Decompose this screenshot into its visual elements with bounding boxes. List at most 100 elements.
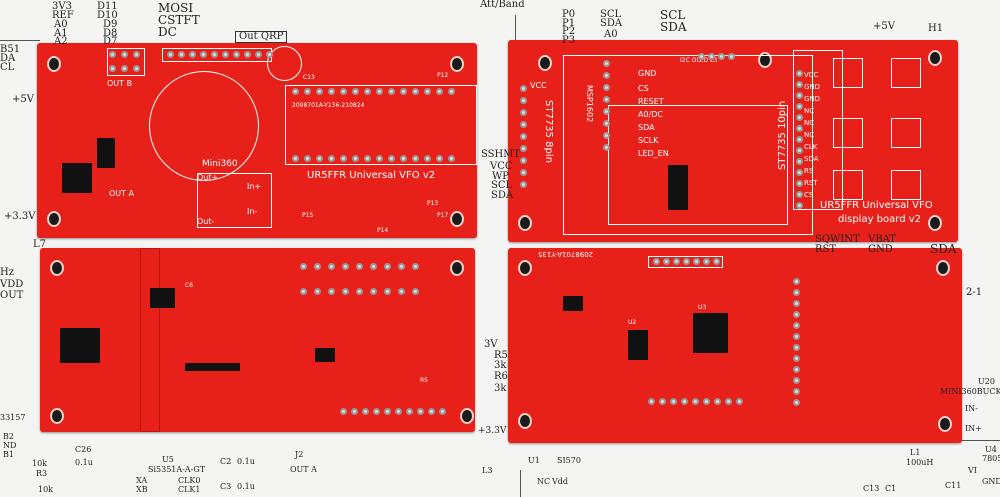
solder-pad	[718, 53, 725, 60]
sch-label: VCC	[490, 161, 513, 172]
solder-pad	[796, 136, 803, 143]
silk-label: U2	[628, 319, 637, 326]
sch-label: WP	[492, 171, 510, 182]
solder-pad	[793, 289, 800, 296]
solder-pad	[109, 51, 116, 58]
sch-label: 10k	[32, 459, 48, 468]
silk-label: ST7735 10pin	[777, 100, 788, 170]
silk-label: P13	[427, 200, 439, 207]
sch-label: 3V3	[52, 1, 72, 12]
sch-label: SQWINT	[815, 234, 860, 245]
solder-pad	[448, 155, 455, 162]
solder-pad	[693, 258, 700, 265]
sch-label: R3	[36, 469, 48, 478]
sch-label: B1	[3, 450, 14, 459]
sch-label: U1	[528, 456, 540, 465]
sch-label: XB	[136, 485, 148, 494]
solder-pad	[398, 288, 405, 295]
solder-pad	[793, 377, 800, 384]
sch-label: C2	[220, 457, 232, 466]
solder-pad	[796, 158, 803, 165]
solder-pad	[412, 288, 419, 295]
sch-label: Vdd	[552, 477, 569, 486]
silk-label: OUT B	[107, 79, 133, 88]
sch-label: IN-	[965, 404, 978, 413]
sch-label: SDA	[930, 242, 957, 256]
solder-pad	[370, 263, 377, 270]
silk-label: UR5FFR Universal VFO v2	[307, 170, 436, 181]
solder-pad	[703, 398, 710, 405]
solder-pad	[603, 132, 610, 139]
sch-label: L7	[33, 239, 47, 250]
solder-pad	[424, 155, 431, 162]
sch-label: SCL	[491, 180, 513, 191]
solder-pad	[167, 51, 174, 58]
solder-pad	[439, 408, 446, 415]
solder-pad	[436, 155, 443, 162]
solder-pad	[683, 258, 690, 265]
sch-label: GND	[982, 477, 1000, 486]
sch-label: A2	[54, 36, 68, 47]
sch-label: NC	[537, 477, 551, 486]
sch-label: B2	[3, 432, 14, 441]
solder-pad	[520, 157, 527, 164]
solder-pad	[133, 51, 140, 58]
silk-label: SDA	[804, 155, 819, 163]
solder-pad	[520, 169, 527, 176]
solder-pad	[681, 398, 688, 405]
solder-pad	[412, 88, 419, 95]
solder-pad	[692, 398, 699, 405]
sch-label: GND	[868, 244, 893, 255]
sch-label: MINI360BUCK	[940, 387, 1000, 396]
solder-pad	[342, 288, 349, 295]
silk-label: SDA	[638, 123, 655, 132]
sch-label: C26	[75, 445, 92, 454]
sch-label: 3k	[494, 383, 507, 394]
solder-pad	[663, 258, 670, 265]
solder-pad	[728, 53, 735, 60]
sch-label: VBAT	[868, 234, 896, 245]
sch-label: D7	[103, 36, 118, 47]
sch-label: P0	[562, 9, 576, 20]
solder-pad	[133, 65, 140, 72]
silk-label: GND	[804, 95, 821, 103]
silk-label: GND	[638, 69, 657, 78]
sch-label: IN+	[965, 424, 982, 433]
sch-label: 0.1u	[237, 457, 255, 466]
solder-pad	[796, 81, 803, 88]
solder-pad	[436, 88, 443, 95]
solder-pad	[304, 88, 311, 95]
sch-label: Out QRP	[235, 31, 288, 43]
sch-label: 100uH	[906, 458, 934, 467]
sch-label: ND	[3, 441, 17, 450]
silk-label: SCLK	[638, 136, 659, 145]
solder-pad	[400, 155, 407, 162]
solder-pad	[406, 408, 413, 415]
sch-label: 10k	[38, 485, 54, 494]
sch-label: VDD	[0, 279, 24, 290]
silk-label: CLK	[804, 143, 818, 151]
solder-pad	[304, 155, 311, 162]
solder-pad	[796, 180, 803, 187]
solder-pad	[796, 202, 803, 209]
silk-label: A0/DC	[638, 110, 664, 119]
solder-pad	[255, 51, 262, 58]
sch-label: VI	[968, 466, 977, 475]
sch-label: P2	[562, 26, 576, 37]
sch-label: DA	[0, 53, 16, 64]
sch-label: A0	[54, 19, 68, 30]
solder-pad	[340, 88, 347, 95]
sch-label: 3k	[494, 360, 507, 371]
solder-pad	[222, 51, 229, 58]
solder-pad	[398, 263, 405, 270]
solder-pad	[292, 88, 299, 95]
solder-pad	[698, 53, 705, 60]
solder-pad	[314, 288, 321, 295]
silk-label: VCC	[530, 81, 547, 90]
silk-label: In-	[247, 207, 258, 216]
solder-pad	[703, 258, 710, 265]
silk-label: Out-	[197, 217, 215, 226]
silk-label: U3	[698, 304, 707, 311]
silk-label: CS	[804, 191, 814, 199]
sch-label: +5V	[12, 94, 34, 105]
